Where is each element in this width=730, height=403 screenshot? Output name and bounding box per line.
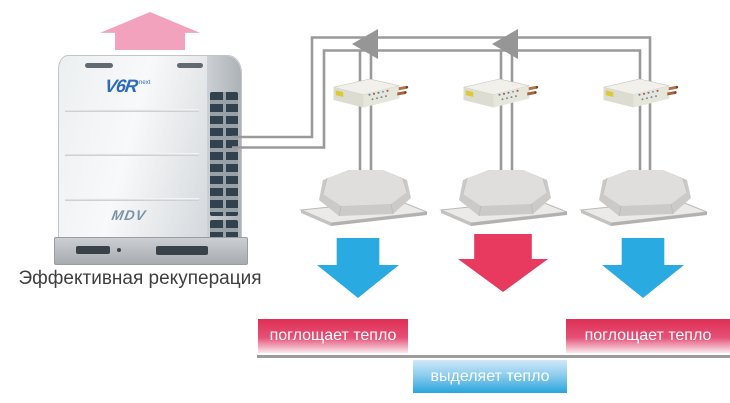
fan-grille [210,92,238,216]
panel-seam [65,153,199,156]
cassette-unit [300,169,428,227]
divider-line [257,355,730,358]
panel-seam [65,109,199,112]
handle-slot [177,63,203,68]
absorb-heat-label-right: поглощает тепло [566,319,730,353]
absorb-heat-text: поглощает тепло [584,327,712,344]
branch-box [333,78,409,108]
base-screw [117,248,121,252]
branch-box [463,78,539,108]
base-slot [76,246,110,254]
branch-box [603,78,679,108]
outdoor-unit: V6Rnext MDV [54,55,248,265]
absorb-heat-label-left: поглощает тепло [258,319,408,353]
release-heat-label: выделяет тепло [413,360,567,393]
v6r-logo-suffix: next [139,80,151,86]
panel-seam [65,198,199,201]
refrigerant-pipe-outer [232,36,652,172]
release-heat-text: выделяет тепло [430,367,550,385]
handle-slot [85,63,113,68]
outdoor-unit-body: V6Rnext MDV [58,55,242,243]
v6r-logo: V6Rnext [104,76,151,97]
refrigerant-pipe-inner [232,49,642,172]
outdoor-unit-base [54,237,248,265]
fan-grille [210,220,238,240]
base-slot [156,246,208,255]
diagram-caption: Эффективная рекуперация [18,268,262,289]
absorb-heat-text: поглощает тепло [269,327,397,344]
cassette-unit [580,169,708,227]
flow-left-arrow-icon [352,29,378,59]
flow-left-arrow-icon [492,29,518,59]
cassette-unit [440,169,568,227]
